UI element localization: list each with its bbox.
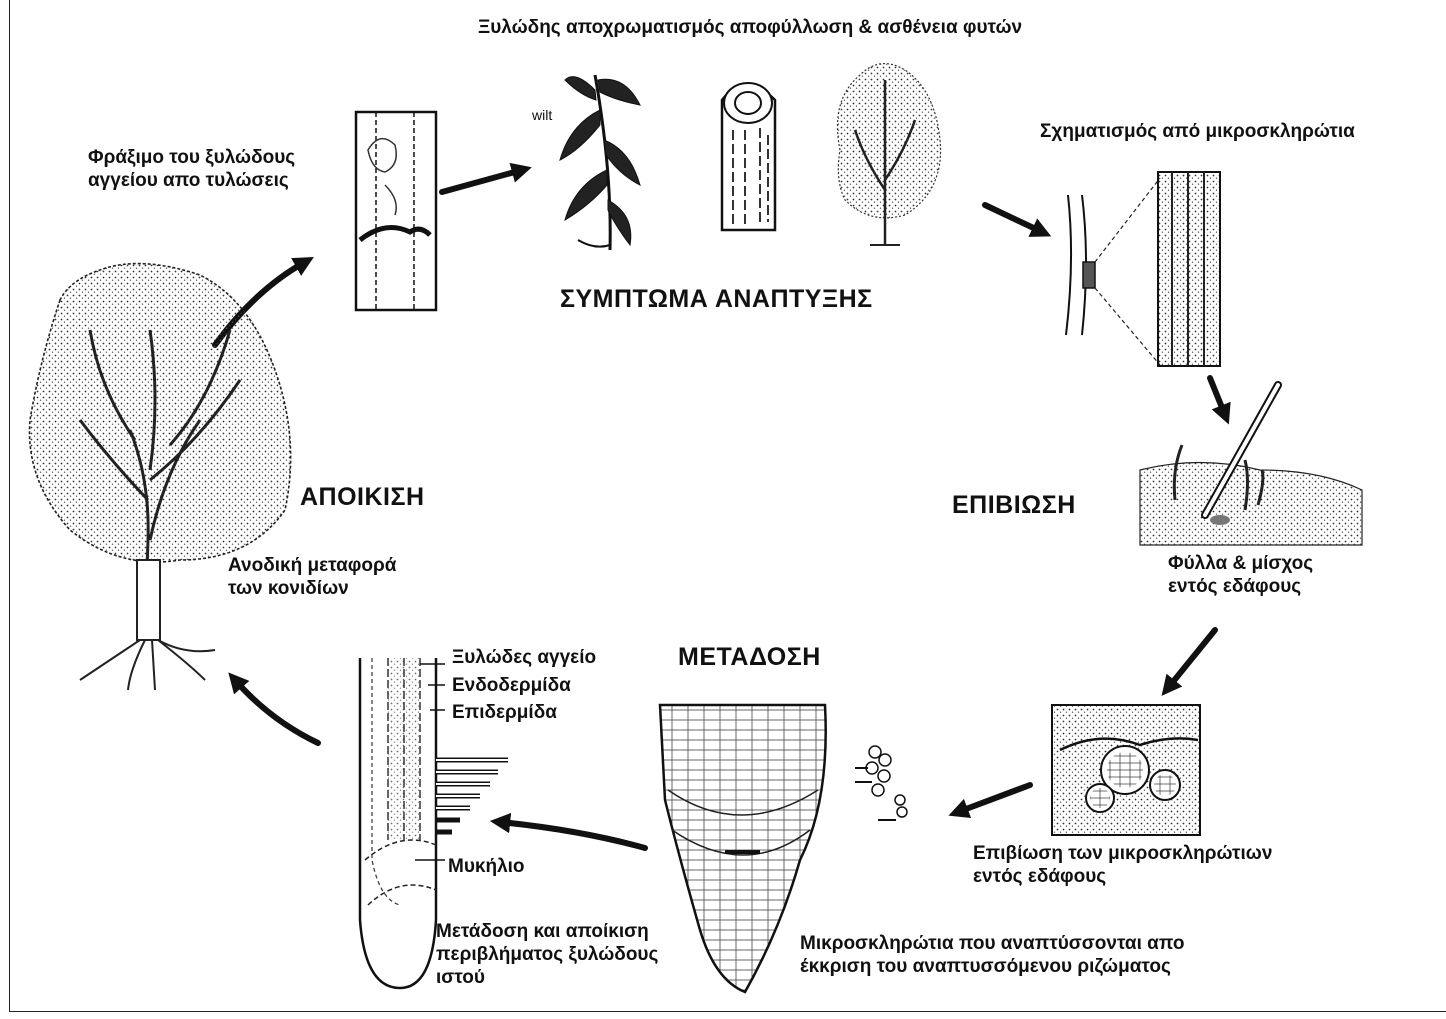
arrow-survival-to-soil xyxy=(1168,630,1215,688)
label-upward-transport: Ανοδική μεταφορά των κονιδίων xyxy=(228,554,396,600)
label-top-symptoms: Ξυλώδης αποχρωματισμός αποφύλλωση & ασθέ… xyxy=(478,16,1022,39)
label-vessel-blocking: Φράξιμο του ξυλώδους αγγείου απο τυλώσει… xyxy=(88,146,295,192)
stage-survival: ΕΠΙΒΙΩΣΗ xyxy=(952,490,1076,520)
label-survival-in-soil: Επιβίωση των μικροσκληρώτιων εντός εδάφο… xyxy=(973,842,1272,888)
vessel-tyloses-illustration xyxy=(356,112,436,310)
germinating-microsclerotia-illustration xyxy=(855,746,907,820)
wilted-plant-illustration xyxy=(560,75,640,250)
label-xylem-vessel: Ξυλώδες αγγείο xyxy=(452,646,596,669)
defoliated-tree-illustration xyxy=(838,64,941,245)
arrow-soil-to-germination xyxy=(958,785,1030,812)
stage-symptom-development: ΣΥΜΠΤΩΜΑ ΑΝΑΠΤΥΞΗΣ xyxy=(560,284,873,314)
arrow-formation-to-survival xyxy=(1210,378,1225,415)
label-epidermis: Επιδερμίδα xyxy=(452,701,557,724)
microsclerotia-formation-illustration xyxy=(1066,172,1220,366)
label-microsclerotia-germinate: Μικροσκληρώτια που αναπτύσσονται απο έκκ… xyxy=(800,932,1184,978)
arrow-root-to-tree xyxy=(235,680,318,743)
infected-tree-illustration xyxy=(30,264,291,690)
label-endodermis: Ενδοδερμίδα xyxy=(452,674,571,697)
label-mycelium: Μυκήλιο xyxy=(448,855,525,878)
discolored-stem-illustration xyxy=(722,83,775,230)
arrow-symptoms-to-formation xyxy=(985,205,1042,232)
label-transmission-colonization: Μετάδοση και αποίκιση περιβλήματος ξυλώδ… xyxy=(436,920,658,989)
arrow-vessel-to-symptoms xyxy=(442,170,522,192)
plant-debris-soil-illustration xyxy=(1140,385,1362,545)
label-wilt: wilt xyxy=(532,104,552,127)
label-leaves-stems-in-soil: Φύλλα & μίσχος εντός εδάφους xyxy=(1168,552,1313,598)
stage-colonization: ΑΠΟΙΚΙΣΗ xyxy=(300,482,425,512)
label-microsclerotia-formation: Σχηματισμός από μικροσκληρώτια xyxy=(1040,120,1355,143)
stage-transmission: ΜΕΤΑΔΟΣΗ xyxy=(678,642,821,672)
arrow-roottip-to-root xyxy=(500,822,645,848)
microsclerotia-in-soil-illustration xyxy=(1052,705,1200,835)
